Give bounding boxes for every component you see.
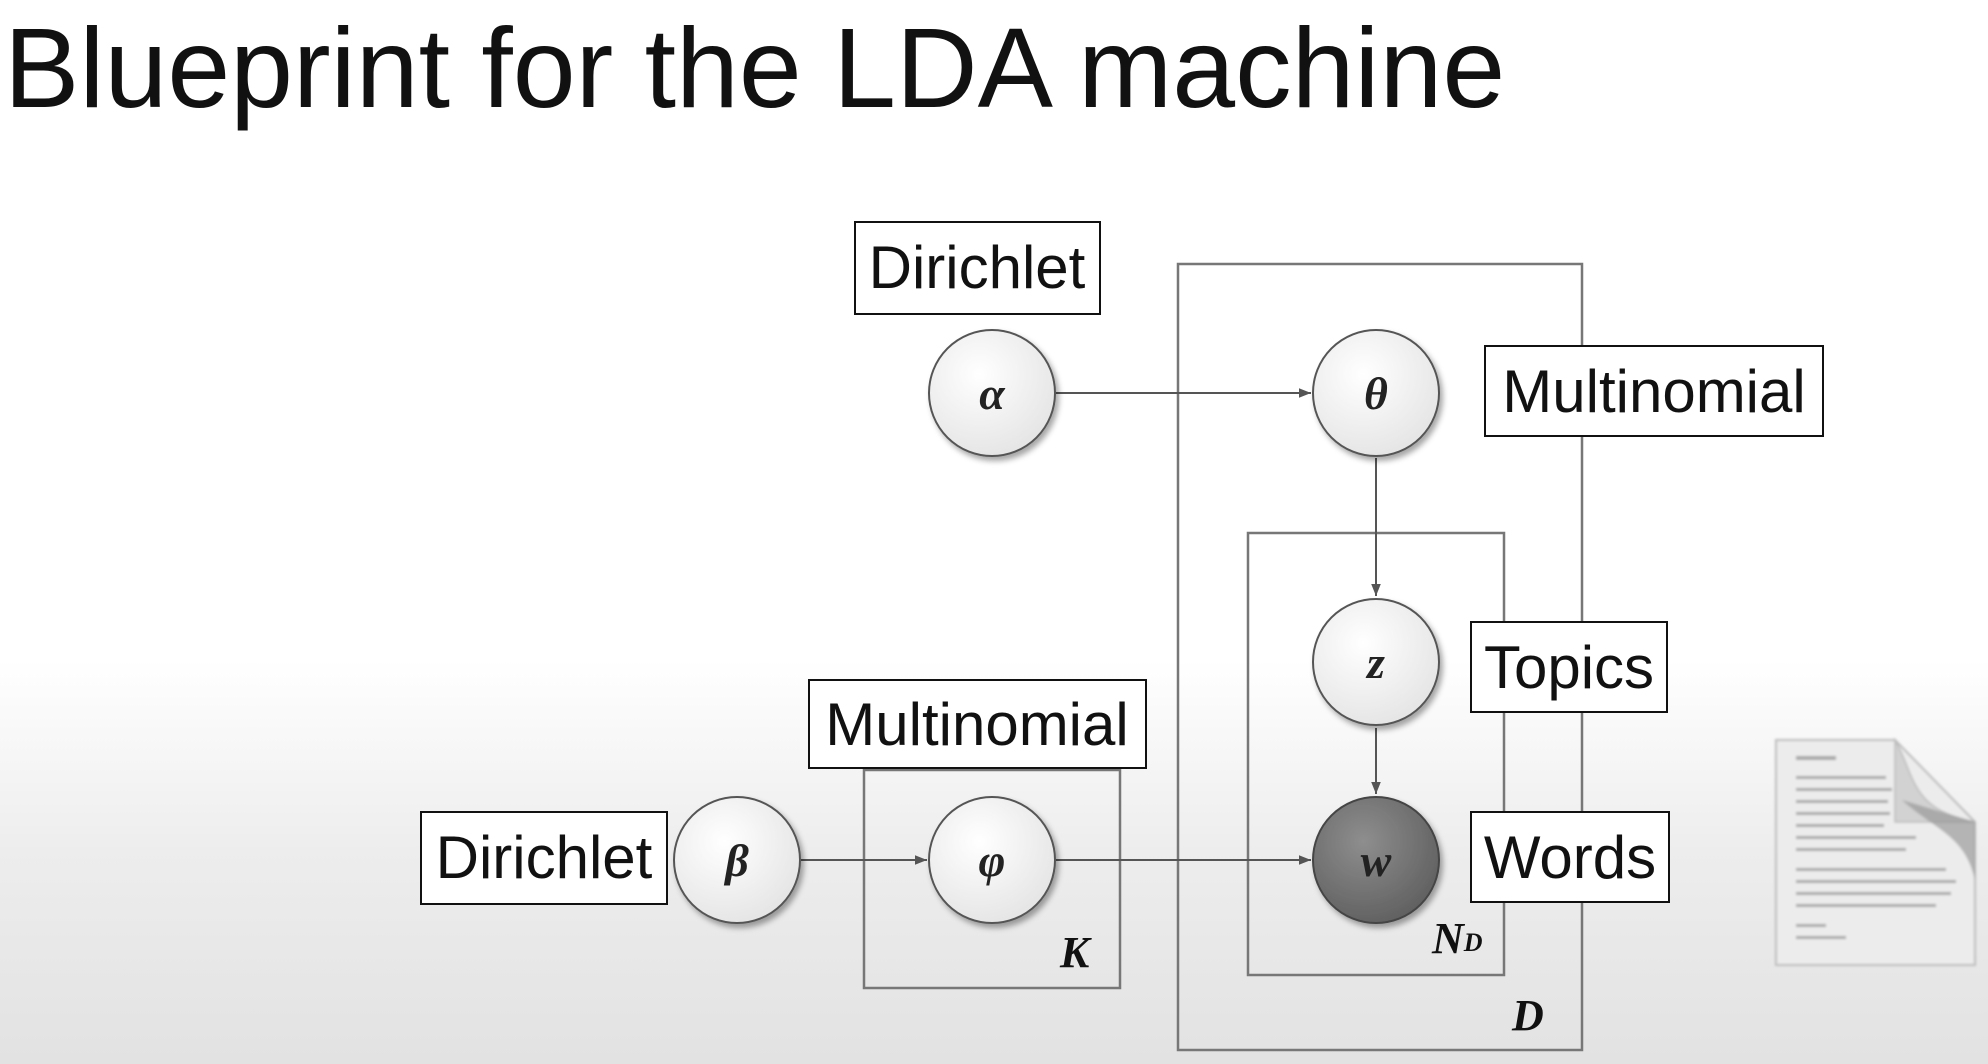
node-w-symbol: w [1361, 835, 1392, 886]
plate-K [862, 768, 1122, 990]
node-theta-symbol: θ [1364, 368, 1388, 419]
svg-text:Topics: Topics [1484, 634, 1654, 701]
label-theta-multinomial: Multinomial [1484, 345, 1824, 437]
label-w-words: Words [1470, 811, 1670, 903]
plate-N-label: ND [1431, 914, 1483, 963]
label-alpha-dirichlet: Dirichlet [854, 221, 1101, 315]
node-phi-symbol: φ [979, 835, 1006, 886]
node-theta: θ [1312, 329, 1440, 457]
plate-K-label: K [1059, 928, 1092, 977]
node-beta-symbol: β [723, 835, 749, 886]
svg-text:Dirichlet: Dirichlet [869, 234, 1086, 301]
label-phi-multinomial: Multinomial [808, 679, 1147, 769]
node-z: z [1312, 598, 1440, 726]
svg-text:Multinomial: Multinomial [1502, 358, 1805, 425]
label-beta-dirichlet: Dirichlet [420, 811, 668, 905]
document-icon [1775, 737, 1976, 966]
slide-title: Blueprint for the LDA machine [4, 5, 1506, 131]
node-w: w [1312, 796, 1440, 924]
svg-text:Dirichlet: Dirichlet [436, 824, 653, 891]
node-alpha-symbol: α [979, 368, 1006, 419]
node-phi: φ [928, 796, 1056, 924]
node-beta: β [673, 796, 801, 924]
node-z-symbol: z [1365, 637, 1385, 688]
svg-text:Words: Words [1484, 824, 1656, 891]
plate-D-label: D [1511, 991, 1544, 1040]
label-z-topics: Topics [1470, 621, 1668, 713]
node-alpha: α [928, 329, 1056, 457]
svg-text:Multinomial: Multinomial [825, 691, 1128, 758]
